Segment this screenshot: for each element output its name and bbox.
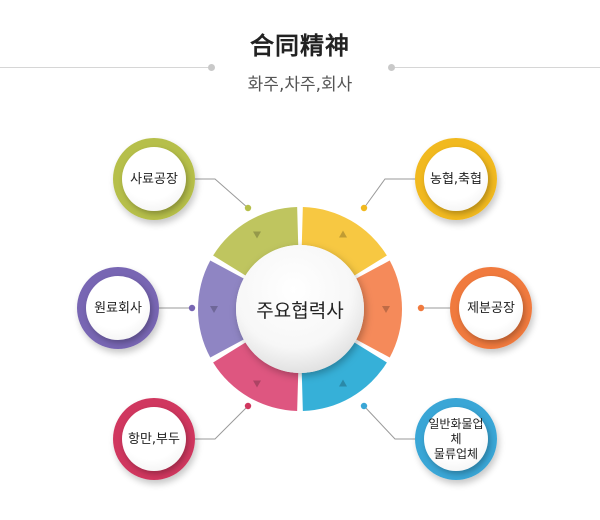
node-raw-material-company: 원료회사 — [77, 267, 159, 349]
node-raw-material-company-label: 원료회사 — [86, 276, 150, 340]
connector-flour-mill-dot — [417, 304, 425, 312]
ring-segment-right-arrow — [382, 306, 390, 313]
connector-port-pier — [195, 405, 249, 440]
node-agri-livestock-coop-label: 농협,축협 — [424, 147, 488, 211]
ring-segment-top-right — [301, 207, 387, 276]
page-title: 合同精神 — [250, 32, 350, 60]
ring-segment-bottom-left-arrow — [253, 380, 261, 388]
title-divider-right — [392, 67, 600, 68]
connector-cargo-logistics — [363, 405, 415, 440]
title-divider-left-dot — [208, 64, 215, 71]
connector-feed-factory-dot — [244, 204, 252, 212]
node-cargo-logistics-label: 일반화물업체 물류업체 — [424, 407, 488, 471]
title-divider-left — [0, 67, 212, 68]
connector-cargo-logistics-dot — [360, 402, 368, 410]
title-divider-right-dot — [388, 64, 395, 71]
node-feed-factory: 사료공장 — [113, 138, 195, 220]
node-agri-livestock-coop: 농협,축협 — [415, 138, 497, 220]
ring-segment-top-left — [213, 207, 299, 276]
connector-port-pier-dot — [244, 402, 252, 410]
ring-segment-right — [356, 260, 402, 358]
center-circle — [236, 245, 364, 373]
center-label: 주요협력사 — [256, 299, 344, 322]
node-flour-mill: 제분공장 — [450, 267, 532, 349]
ring-arrows — [210, 230, 390, 388]
ring-segment-left-arrow — [210, 306, 218, 313]
connector-agri-coop — [363, 178, 415, 209]
node-port-pier-label: 항만,부두 — [122, 407, 186, 471]
page-subtitle: 화주,차주,회사 — [247, 75, 353, 95]
connector-raw-material-dot — [188, 304, 196, 312]
node-feed-factory-label: 사료공장 — [122, 147, 186, 211]
connector-lines — [159, 178, 450, 440]
connector-agri-coop-dot — [360, 204, 368, 212]
ring-segment-top-right-arrow — [339, 230, 347, 238]
ring-segments — [198, 207, 402, 411]
node-port-pier: 항만,부두 — [113, 398, 195, 480]
node-cargo-logistics: 일반화물업체 물류업체 — [415, 398, 497, 480]
ring-segment-bottom-right-arrow — [339, 379, 347, 387]
ring-segment-bottom-right — [301, 342, 387, 411]
ring-segment-top-left-arrow — [253, 231, 261, 239]
ring-segment-left — [198, 260, 244, 358]
connector-feed-factory — [195, 178, 249, 209]
node-flour-mill-label: 제분공장 — [459, 276, 523, 340]
ring-segment-bottom-left — [213, 342, 299, 411]
